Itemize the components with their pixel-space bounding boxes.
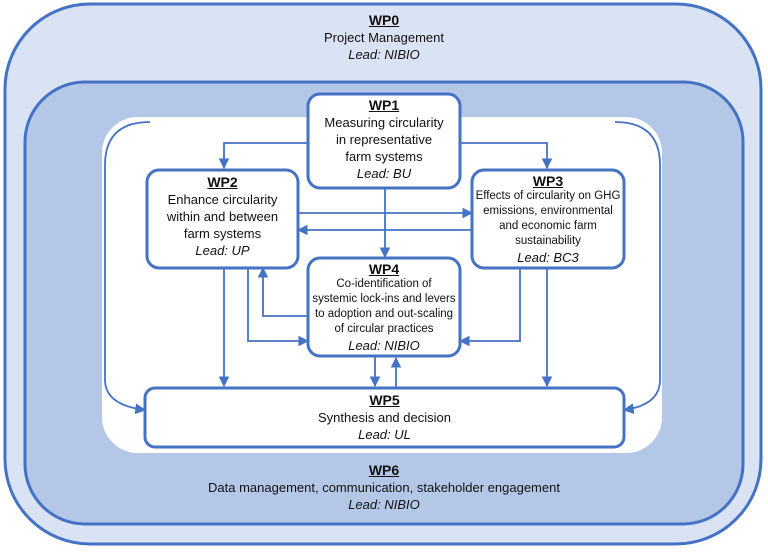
arrow-wp3-wp4 [458,268,521,347]
wp1-label: WP1 Measuring circularity in representat… [308,97,460,182]
arrow-wp1-wp3 [460,142,553,170]
wp3-line-2: emissions, environmental [483,205,613,217]
wp3-label: WP3 Effects of circularity on GHG emissi… [472,174,624,266]
wp3-lead: Lead: BC3 [517,250,579,265]
wp4-line-1: Co-identification of [336,278,432,290]
wp6-lead: Lead: NIBIO [348,497,420,512]
wp6-label: WP6 Data management, communication, stak… [134,462,634,513]
wp4-line-3: to adoption and out-scaling [314,308,454,320]
wp0-label: WP0 Project Management Lead: NIBIO [234,12,534,63]
arrows [104,121,661,415]
wp1-code: WP1 [368,97,400,113]
arrow-wp2-wp4 [247,268,310,347]
wp6-code: WP6 [368,462,400,478]
wp3-box[interactable] [470,168,626,270]
wp1-line-3: farm systems [345,149,423,164]
arrow-loop-right-wp5 [614,121,661,415]
wp2-lead: Lead: UP [195,243,250,258]
wp3-code: WP3 [532,173,564,189]
wp5-box[interactable] [143,386,626,449]
wp2-line-1: Enhance circularity [167,192,278,207]
wp4-label: WP4 Co-identification of systemic lock-i… [308,262,460,354]
wp5-lead: Lead: UL [358,427,411,442]
wp4-lead: Lead: NIBIO [348,338,420,353]
wp5-label: WP5 Synthesis and decision Lead: UL [145,392,624,443]
wp4-line-4: of circular practices [334,323,434,335]
wp0-lead: Lead: NIBIO [348,47,420,62]
arrow-loop-left-wp5 [104,121,151,415]
wp2-line-3: farm systems [183,226,262,241]
wp1-line-1: Measuring circularity [324,115,444,130]
wp1-lead: Lead: BU [356,166,412,181]
wp1-line-2: in representative [335,132,433,147]
arrow-wp4-wp2 [257,266,308,317]
wp1-box[interactable] [306,92,462,190]
wp4-code: WP4 [368,261,400,277]
wp2-box[interactable] [145,168,300,270]
wp2-line-2: within and between [166,209,279,224]
wp3-line-4: sustainability [515,235,581,247]
wp0-title: Project Management [324,30,444,45]
wp4-box[interactable] [306,256,462,358]
wp4-line-2: systemic lock-ins and levers [312,293,456,305]
wp2-code: WP2 [207,174,238,190]
wp6-title: Data management, communication, stakehol… [208,480,560,495]
wp5-code: WP5 [369,392,400,408]
wp2-label: WP2 Enhance circularity within and betwe… [147,174,298,259]
wp5-title: Synthesis and decision [318,410,451,425]
wp3-line-3: and economic farm [499,220,597,232]
wp0-code: WP0 [368,12,400,28]
wp3-line-1: Effects of circularity on GHG [475,190,621,202]
arrow-wp1-wp2 [218,142,308,170]
